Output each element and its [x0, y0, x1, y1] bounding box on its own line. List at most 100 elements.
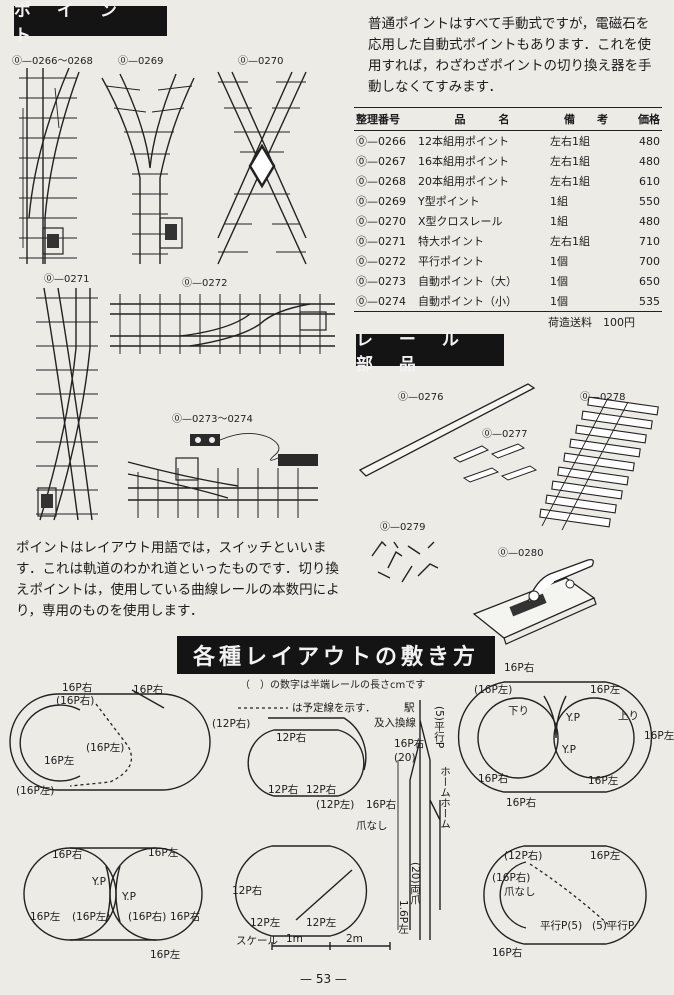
table-row: ⓪—0269 Y型ポイント 1組 550 [354, 191, 662, 211]
table-header-row: 整理番号 品 名 備 考 価格 [354, 107, 662, 131]
layout1-label: (16P右) [56, 695, 95, 707]
layout6-label: 1m [286, 933, 303, 945]
layout4-label: Y.P [566, 712, 580, 724]
layout4-label: 16P左 [590, 684, 621, 696]
layout3-label: (5)平行P [433, 706, 445, 749]
cell-note: 1個 [550, 255, 568, 268]
cell-price: 710 [639, 234, 660, 248]
cell-price: 610 [639, 174, 660, 188]
layout4-label: 16P左 [588, 775, 619, 787]
layout3-label: 駅 [404, 702, 415, 714]
layout7-label: 1.6P左 [397, 900, 409, 934]
layout6-label: 12P右 [232, 885, 263, 897]
code-label-0269: ⓪—0269 [118, 56, 164, 67]
scale-bar [271, 942, 391, 950]
cell-note: 左右1組 [550, 155, 590, 168]
layout4-label: 下り [508, 705, 529, 717]
layout5-label: 16P左 [30, 911, 61, 923]
layout3-label: 爪なし [356, 820, 388, 832]
code-label-0277: ⓪—0277 [482, 429, 528, 440]
layout2-label: 12P右 [276, 732, 307, 744]
rail-0276-illustration [358, 383, 536, 477]
layout8-label: 平行P(5) [540, 920, 583, 932]
layout5-label: Y.P [122, 891, 136, 903]
layout2-label: 16P右 [366, 799, 397, 811]
point-0272-illustration [110, 294, 335, 354]
cell-note: 1組 [550, 195, 568, 208]
cell-code: ⓪—0270 [356, 215, 406, 228]
code-label-0280: ⓪—0280 [498, 548, 544, 559]
cell-name: 自動ポイント（大） [418, 275, 517, 288]
layout5-label: (16P左) [72, 911, 111, 923]
layout4-label: 16P左 [644, 730, 674, 742]
cell-price: 480 [639, 214, 660, 228]
layout-diagram-8 [483, 845, 647, 945]
layout8-label: 16P右 [492, 947, 523, 959]
layout5-label: 16P左 [148, 847, 179, 859]
cell-note: 1組 [550, 215, 568, 228]
table-row: ⓪—0267 16本組用ポイント 左右1組 480 [354, 151, 662, 171]
layout-diagram-3 [397, 700, 441, 940]
layout1-label: 16P右 [62, 682, 93, 694]
cell-name: 16本組用ポイント [418, 155, 509, 168]
cell-code: ⓪—0269 [356, 195, 406, 208]
layout4-label: 16P右 [504, 662, 535, 674]
cell-name: 平行ポイント [418, 255, 484, 268]
rail-parts-title: レ ー ル 部 品 [356, 330, 504, 375]
cell-name: 20本組用ポイント [418, 175, 509, 188]
code-label-0273: ⓪—0273～0274 [172, 414, 253, 425]
point-0270-illustration [217, 71, 307, 265]
cell-code: ⓪—0271 [356, 235, 406, 248]
cell-code: ⓪—0274 [354, 291, 416, 312]
cell-note: 左右1組 [550, 175, 590, 188]
layout1-label: (16P左) [16, 785, 55, 797]
header-note: 備 考 [548, 107, 624, 131]
cell-code: ⓪—0273 [356, 275, 406, 288]
layout5-label: 16P右 [52, 849, 83, 861]
layout6-label: 2m [346, 933, 363, 945]
cell-price: 535 [624, 291, 662, 312]
layout5-label: 16P左 [150, 949, 181, 961]
layout4-label: 16P右 [478, 773, 509, 785]
layout2-label: (12P右) [212, 718, 251, 730]
cell-code: ⓪—0267 [356, 155, 406, 168]
cell-name: 自動ポイント（小） [416, 291, 548, 312]
layout3-label: 及入換線 [374, 717, 416, 729]
layout2-label: (12P左) [316, 799, 355, 811]
header-price: 価格 [624, 107, 662, 131]
cell-note: 左右1組 [550, 135, 590, 148]
cell-price: 550 [639, 194, 660, 208]
cell-code: ⓪—0272 [356, 255, 406, 268]
layout3-label: ホームホーム [439, 766, 451, 829]
layout8-label: (12P右) [504, 850, 543, 862]
point-0266-illustration [19, 67, 80, 264]
points-intro-text: 普通ポイントはすべて手動式ですが，電磁石を応用した自動式ポイントもあります．これ… [368, 16, 652, 95]
layout2-label: 12P右 [268, 784, 299, 796]
cell-price: 480 [639, 154, 660, 168]
layout8-label: 爪なし [504, 886, 536, 898]
cell-name: Y型ポイント [418, 195, 480, 208]
code-label-0279: ⓪—0279 [380, 522, 426, 533]
layout5-label: (16P右) [128, 911, 167, 923]
layout2-label: 12P右 [306, 784, 337, 796]
layout3-label: (20) [394, 752, 416, 764]
layout1-label: (16P左) [86, 742, 125, 754]
header-name: 品 名 [416, 107, 548, 131]
cell-price: 480 [639, 134, 660, 148]
layout1-label: 16P右 [133, 684, 164, 696]
point-0271-illustration [36, 287, 98, 521]
code-label-0266: ⓪—0266～0268 [12, 56, 93, 67]
layout5-label: Y.P [92, 876, 106, 888]
cell-note: 左右1組 [550, 235, 590, 248]
cell-code: ⓪—0266 [356, 135, 406, 148]
layout8-label: (16P右) [492, 872, 531, 884]
layout8-label: 16P左 [590, 850, 621, 862]
